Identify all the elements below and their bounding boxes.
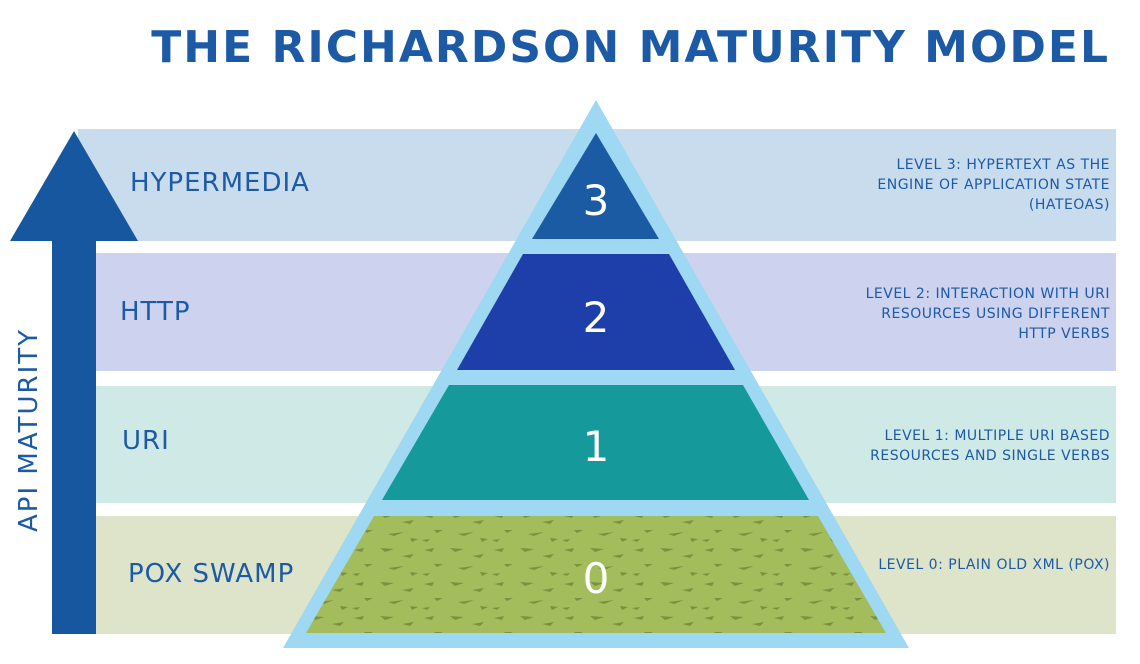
- level-1-name: URI: [122, 426, 170, 456]
- level-2-description: LEVEL 2: INTERACTION WITH URI RESOURCES …: [865, 286, 1110, 342]
- api-maturity-axis-label: API MATURITY: [14, 327, 44, 533]
- pyramid-border: [283, 100, 909, 648]
- level-0-description: LEVEL 0: PLAIN OLD XML (POX): [878, 557, 1110, 573]
- level-0-name: POX SWAMP: [128, 559, 295, 589]
- tier-level-2: [457, 254, 735, 370]
- tier-level-3: [532, 133, 659, 239]
- level-3-name: HYPERMEDIA: [130, 168, 310, 198]
- level-2-number: 2: [582, 293, 610, 342]
- level-2-name: HTTP: [120, 297, 191, 327]
- maturity-arrow-icon: [10, 131, 138, 634]
- tier-level-1: [382, 385, 809, 500]
- level-3-number: 3: [582, 176, 610, 225]
- level-1-description: LEVEL 1: MULTIPLE URI BASED RESOURCES AN…: [870, 428, 1110, 464]
- tier-level-0: [306, 516, 886, 633]
- level-1-number: 1: [582, 422, 610, 471]
- level-0-number: 0: [582, 554, 610, 603]
- page-title: THE RICHARDSON MATURITY MODEL: [151, 22, 1110, 73]
- level-3-description: LEVEL 3: HYPERTEXT AS THE ENGINE OF APPL…: [877, 157, 1110, 213]
